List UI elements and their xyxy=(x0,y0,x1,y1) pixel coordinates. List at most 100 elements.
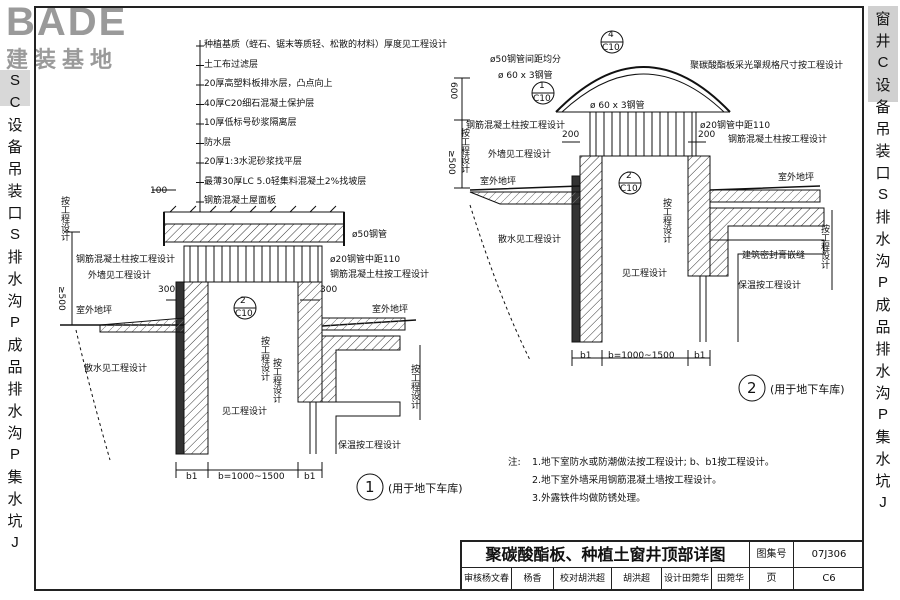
d2-per-design-v3: 按工程设计 xyxy=(819,224,829,269)
note-3: 3.外露铁件均做防锈处理。 xyxy=(532,493,646,504)
signature-cell: 杨香 xyxy=(512,568,554,590)
left-strip-char: 成 xyxy=(7,336,23,354)
diagram1-layer-list: 种植基质（蛭石、锯末等质轻、松散的材料）厚度见工程设计土工布过滤层 20厚高塑料板… xyxy=(204,36,447,212)
d2-dim-200-left: 200 xyxy=(562,130,580,140)
d1-dim-100: 100 xyxy=(150,186,168,196)
right-strip-char: 备 xyxy=(875,98,891,116)
d2-per-design-v: 按工程设计 xyxy=(459,128,469,173)
layer-label: 20厚1:3水泥砂浆找平层 xyxy=(204,157,302,167)
left-strip-char: 吊 xyxy=(7,160,23,178)
d2-dim-b1-left: b1 xyxy=(580,351,592,361)
d2-insulation: 保温按工程设计 xyxy=(738,281,802,291)
right-strip-char: P xyxy=(877,274,888,291)
d2-dim-600: 600 xyxy=(448,82,458,100)
d1-dim-500: ≥500 xyxy=(56,286,66,311)
d2-dim-b1-right: b1 xyxy=(694,351,706,361)
d2-ref-top-number: 4 xyxy=(608,30,614,40)
d2-tube-60-bottom: ø 60 x 3钢管 xyxy=(590,101,645,111)
notes-heading: 注: xyxy=(508,457,521,468)
d1-dim-300-left: 300 xyxy=(158,285,176,295)
drawing-frame xyxy=(34,6,864,591)
d2-dim-b: b=1000~1500 xyxy=(608,351,675,361)
right-strip-char: 吊 xyxy=(875,120,891,138)
left-strip-char: S xyxy=(9,72,20,89)
right-tab-highlight xyxy=(868,6,898,102)
page-number: C6 xyxy=(822,573,836,584)
d2-ref-left-sheet: C10 xyxy=(533,94,551,104)
right-strip-char: 水 xyxy=(875,230,891,248)
d2-dim-200-right: 200 xyxy=(698,130,716,140)
d2-outdoor-left: 室外地坪 xyxy=(480,177,517,187)
d1-dim-b1-right: b1 xyxy=(304,472,316,482)
d1-ref-number: 2 xyxy=(240,296,246,306)
d1-per-design-v3: 按工程设计 xyxy=(271,358,281,403)
d2-tube-60-top: ø 60 x 3钢管 xyxy=(498,71,553,81)
right-strip-char: 沟 xyxy=(875,384,891,402)
d1-col-left: 钢筋混凝土柱按工程设计 xyxy=(76,255,176,265)
d2-caption: (用于地下车库) xyxy=(770,383,845,396)
d2-sealant: 建筑密封膏嵌缝 xyxy=(742,251,806,261)
d1-insulation: 保温按工程设计 xyxy=(338,441,402,451)
right-strip-char: 成 xyxy=(875,296,891,314)
d2-ext-wall: 外墙见工程设计 xyxy=(488,150,552,160)
right-strip-char: 集 xyxy=(875,428,891,446)
right-strip-char: S xyxy=(877,186,888,203)
d1-ext-wall: 外墙见工程设计 xyxy=(88,271,152,281)
right-strip-char: 排 xyxy=(875,208,891,226)
d2-see-design: 见工程设计 xyxy=(622,269,668,279)
d2-col-right: 钢筋混凝土柱按工程设计 xyxy=(728,135,828,145)
left-strip-char: J xyxy=(11,534,19,551)
right-strip-char: 水 xyxy=(875,450,891,468)
d2-ref-top-sheet: C10 xyxy=(602,43,620,53)
right-strip-char: 口 xyxy=(875,164,891,182)
left-strip-char: 排 xyxy=(7,380,23,398)
d1-outdoor-left: 室外地坪 xyxy=(76,306,113,316)
signature-cell: 校对胡洪超 xyxy=(554,568,612,590)
brand-watermark: BADE 建装基地 xyxy=(6,2,166,82)
layer-label: 土工布过滤层 xyxy=(204,59,259,70)
d1-see-design: 见工程设计 xyxy=(222,407,268,417)
d1-apron: 散水见工程设计 xyxy=(84,364,148,374)
left-tab-highlight xyxy=(0,70,30,106)
d2-ref-number: 2 xyxy=(626,171,632,181)
atlas-label: 图集号 xyxy=(750,542,794,568)
layer-label: 40厚C20细石混凝土保护层 xyxy=(204,98,315,109)
d2-pipe-spacing-top: ø50钢管间距均分 xyxy=(490,55,561,65)
signature-cell: 田菀华 xyxy=(712,568,750,590)
left-strip-char: 沟 xyxy=(7,292,23,310)
d1-detail-number: 1 xyxy=(365,478,375,496)
right-strip-char: 装 xyxy=(875,142,891,160)
atlas-number: 07J306 xyxy=(794,542,864,568)
layer-label: 防水层 xyxy=(204,137,232,148)
left-strip-char: 品 xyxy=(7,358,23,376)
right-strip-char: 品 xyxy=(875,318,891,336)
note-2: 2.地下室外墙采用钢筋混凝土墙按工程设计。 xyxy=(532,475,722,486)
right-strip-char: J xyxy=(879,494,887,511)
d1-per-design-v2: 按工程设计 xyxy=(259,336,269,381)
d2-detail-number: 2 xyxy=(747,379,757,397)
left-strip-char: 水 xyxy=(7,490,23,508)
right-strip-char: 水 xyxy=(875,362,891,380)
diagram-2 xyxy=(454,30,833,402)
d2-pc-label: 聚碳酸酯板采光罩规格尺寸按工程设计 xyxy=(690,61,844,71)
brand-logo-subtext: 建装基地 xyxy=(6,48,119,73)
layer-label: 种植基质（蛭石、锯末等质轻、松散的材料）厚度见工程设计 xyxy=(204,40,448,50)
brand-logo-text: BADE xyxy=(6,0,128,44)
right-strip-char: 排 xyxy=(875,340,891,358)
layer-label: 钢筋混凝土屋面板 xyxy=(204,196,277,206)
right-strip-char: 坑 xyxy=(875,472,891,490)
d1-dim-300-right: 300 xyxy=(320,285,338,295)
left-strip-char: P xyxy=(9,314,20,331)
left-strip-char: 设 xyxy=(7,116,23,134)
d2-col-left: 钢筋混凝土柱按工程设计 xyxy=(466,121,566,131)
left-strip-char: 水 xyxy=(7,402,23,420)
layer-label: 20厚高塑料板排水层，凸点向上 xyxy=(204,79,333,89)
d2-ref-sheet: C10 xyxy=(620,184,638,194)
d1-outdoor-right: 室外地坪 xyxy=(372,305,409,315)
drawing-title: 聚碳酸酯板、种植土窗井顶部详图 xyxy=(462,542,750,568)
d2-apron: 散水见工程设计 xyxy=(498,235,562,245)
left-strip-char: 装 xyxy=(7,182,23,200)
d1-dim-b: b=1000~1500 xyxy=(218,472,285,482)
